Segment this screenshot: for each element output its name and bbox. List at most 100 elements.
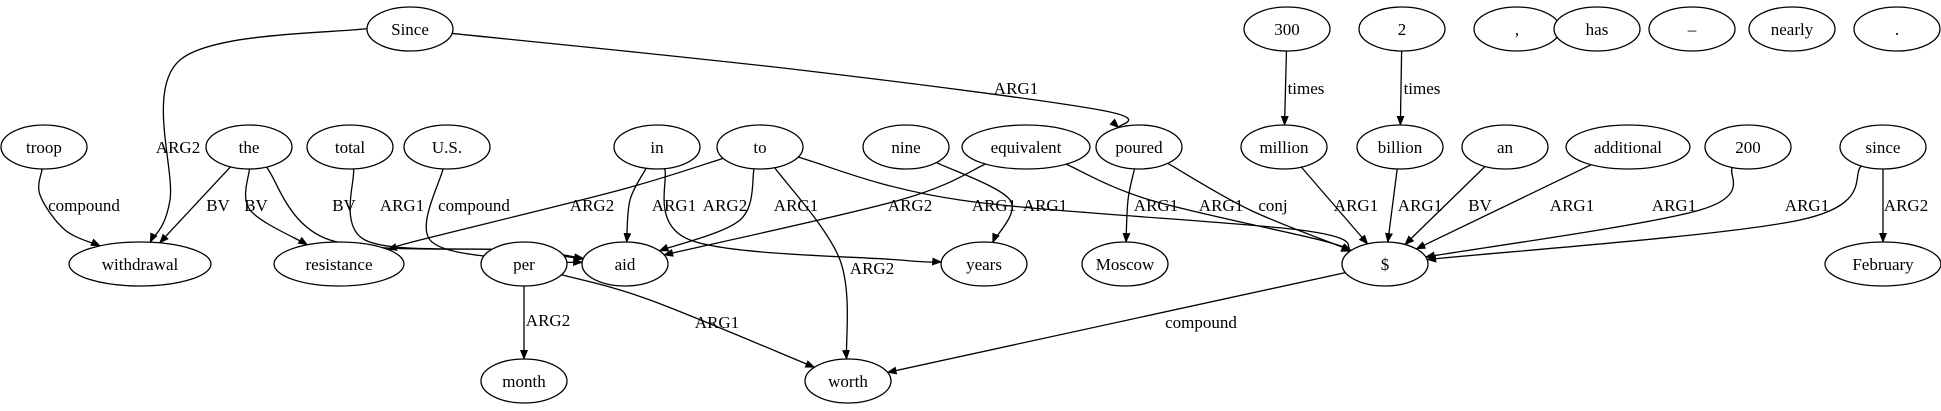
edge-label: ARG1 <box>1134 196 1178 215</box>
edge-line <box>936 161 1013 244</box>
node-ellipse <box>1853 6 1941 52</box>
edge-label: ARG2 <box>888 196 932 215</box>
node-to: to <box>716 124 804 170</box>
node-label: February <box>1852 255 1914 274</box>
node-label: equivalent <box>991 138 1062 157</box>
edge-per-month: ARG2 <box>520 286 570 360</box>
edge-label: BV <box>1468 196 1492 215</box>
edge-nine-years: ARG1 <box>936 161 1067 244</box>
edge-in-aid: ARG1 <box>623 167 696 244</box>
node-nearly: nearly <box>1748 6 1836 52</box>
edge-an-dollar: BV <box>1404 166 1493 246</box>
edge-line <box>663 168 943 266</box>
edge-line <box>1426 165 1862 263</box>
node-billion: billion <box>1356 124 1444 170</box>
node-ellipse <box>480 358 568 404</box>
node-ellipse <box>1704 124 1792 170</box>
node-n2: 2 <box>1358 6 1446 52</box>
node-ellipse <box>613 124 701 170</box>
edge-label: ARG1 <box>380 196 424 215</box>
edge-line <box>1424 167 1735 260</box>
node-ellipse <box>716 124 804 170</box>
node-million: million <box>1240 124 1328 170</box>
node-ellipse <box>1839 124 1927 170</box>
node-years: years <box>940 241 1028 287</box>
node-label: $ <box>1381 255 1390 274</box>
node-ellipse <box>1095 124 1183 170</box>
edge-label: ARG2 <box>570 196 614 215</box>
node-label: withdrawal <box>102 255 179 274</box>
node-label: nearly <box>1771 20 1814 39</box>
edge-line <box>886 271 1346 375</box>
node-label: nine <box>891 138 920 157</box>
node-label: in <box>650 138 664 157</box>
edge-label: BV <box>244 196 268 215</box>
edge-label: ARG2 <box>1884 196 1928 215</box>
node-ellipse <box>940 241 1028 287</box>
edge-label: ARG2 <box>850 259 894 278</box>
node-ellipse <box>1565 124 1691 170</box>
edge-dollar-worth: compound <box>886 271 1346 375</box>
node-equivalent: equivalent <box>961 124 1091 170</box>
node-ellipse <box>1356 124 1444 170</box>
edge-line <box>774 167 850 361</box>
edge-label: ARG2 <box>526 311 570 330</box>
node-label: . <box>1895 20 1899 39</box>
node-ellipse <box>1824 241 1941 287</box>
node-dash: – <box>1648 6 1736 52</box>
edge-line <box>1396 50 1405 127</box>
node-label: has <box>1586 20 1609 39</box>
node-ellipse <box>1243 6 1331 52</box>
edge-the-resistance: BV <box>244 168 309 246</box>
edge-label: compound <box>48 196 120 215</box>
node-label: month <box>502 372 546 391</box>
edge-label: ARG2 <box>703 196 747 215</box>
edge-line <box>1415 164 1592 250</box>
edge-billion-dollar: ARG1 <box>1384 168 1442 244</box>
node-month: month <box>480 358 568 404</box>
edge-n2-billion: times <box>1396 50 1440 127</box>
node-label: billion <box>1378 138 1423 157</box>
edge-label: ARG1 <box>972 196 1016 215</box>
node-label: aid <box>615 255 636 274</box>
node-poured: poured <box>1095 124 1183 170</box>
edge-poured-moscow: ARG1 <box>1122 168 1178 244</box>
edge-line <box>798 156 1353 252</box>
edge-n200-dollar: ARG1 <box>1424 167 1735 260</box>
node-comma: , <box>1473 6 1561 52</box>
edge-since_low-february: ARG2 <box>1879 169 1928 243</box>
node-ellipse <box>403 124 491 170</box>
edge-line <box>1404 166 1486 246</box>
node-label: total <box>335 138 365 157</box>
node-label: the <box>239 138 260 157</box>
edge-label: compound <box>1165 313 1237 332</box>
node-label: poured <box>1115 138 1163 157</box>
node-ellipse <box>1081 241 1169 287</box>
node-ellipse <box>366 6 454 52</box>
edge-to-resistance: ARG2 <box>386 157 724 251</box>
edge-label: ARG1 <box>1398 196 1442 215</box>
node-ellipse <box>1748 6 1836 52</box>
node-label: since <box>1866 138 1901 157</box>
node-ellipse <box>1240 124 1328 170</box>
node-worth: worth <box>804 358 892 404</box>
node-total: total <box>306 124 394 170</box>
node-dollar: $ <box>1341 241 1429 287</box>
node-label: 200 <box>1735 138 1761 157</box>
node-ellipse <box>1648 6 1736 52</box>
edge-line <box>1167 162 1353 252</box>
node-ellipse <box>1341 241 1429 287</box>
edge-equivalent-dollar: ARG1 <box>1065 163 1352 252</box>
node-an: an <box>1461 124 1549 170</box>
edge-line <box>1300 166 1369 245</box>
edge-additional-dollar: ARG1 <box>1415 164 1594 250</box>
edge-label: BV <box>332 196 356 215</box>
node-n200: 200 <box>1704 124 1792 170</box>
node-label: years <box>966 255 1002 274</box>
edge-line <box>386 157 724 251</box>
edge-line <box>159 166 231 244</box>
node-nine: nine <box>862 124 950 170</box>
